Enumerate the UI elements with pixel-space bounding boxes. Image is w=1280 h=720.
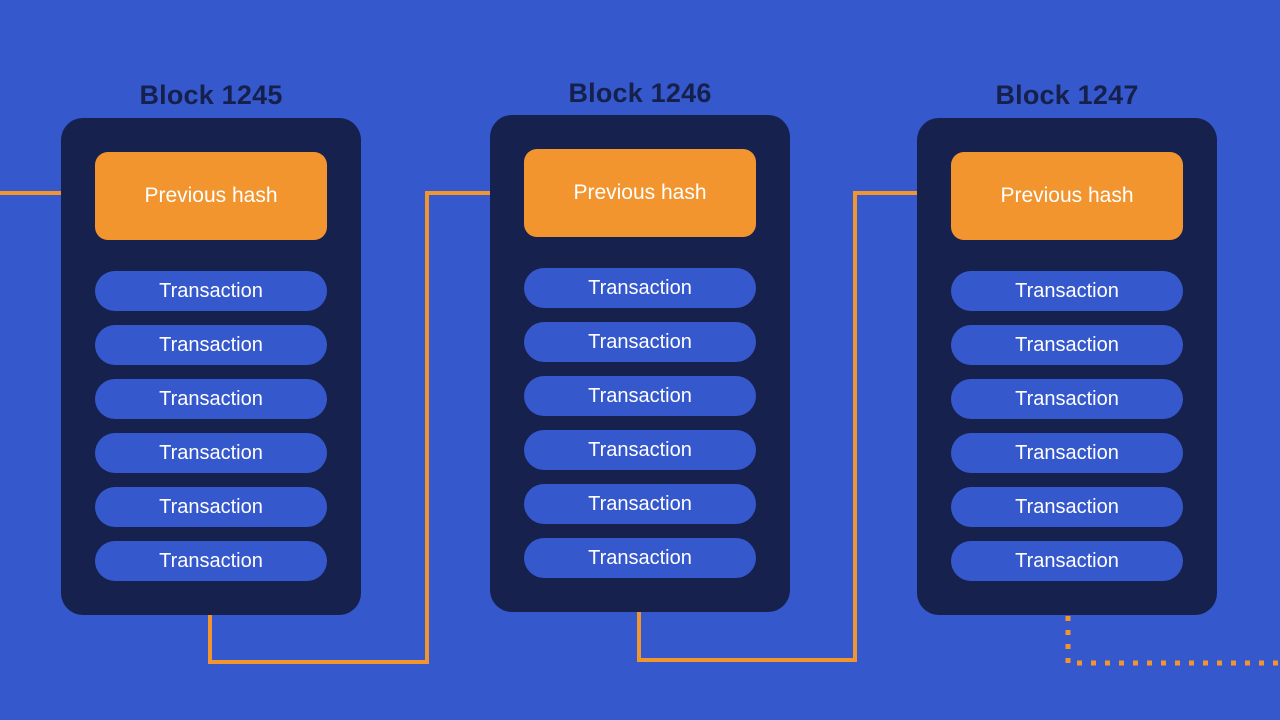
block-body-1246: Previous hash Transaction Transaction Tr… [490,115,790,612]
transaction-pill[interactable]: Transaction [524,268,756,308]
transaction-list-1245: Transaction Transaction Transaction Tran… [95,271,327,581]
connector-1247-to-next [1065,616,1280,666]
transaction-pill[interactable]: Transaction [95,325,327,365]
transaction-pill[interactable]: Transaction [951,325,1183,365]
transaction-pill[interactable]: Transaction [524,376,756,416]
connector-1247-to-next-dotted-path [1065,616,1280,666]
block-title-1246: Block 1246 [568,78,712,108]
transaction-pill[interactable]: Transaction [95,379,327,419]
transaction-pill[interactable]: Transaction [524,322,756,362]
block-title-1245: Block 1245 [139,80,283,110]
transaction-pill[interactable]: Transaction [951,541,1183,581]
transaction-list-1247: Transaction Transaction Transaction Tran… [951,271,1183,581]
previous-hash-box-1245[interactable]: Previous hash [95,152,327,240]
transaction-pill[interactable]: Transaction [95,271,327,311]
connector-1245-to-1246-path [208,191,518,664]
transaction-pill[interactable]: Transaction [524,430,756,470]
block-body-1247: Previous hash Transaction Transaction Tr… [917,118,1217,615]
transaction-pill[interactable]: Transaction [951,379,1183,419]
block-title-1247: Block 1247 [995,80,1139,110]
transaction-pill[interactable]: Transaction [95,487,327,527]
transaction-pill[interactable]: Transaction [524,484,756,524]
block-body-1245: Previous hash Transaction Transaction Tr… [61,118,361,615]
previous-hash-box-1247[interactable]: Previous hash [951,152,1183,240]
transaction-pill[interactable]: Transaction [951,433,1183,473]
transaction-pill[interactable]: Transaction [95,541,327,581]
transaction-list-1246: Transaction Transaction Transaction Tran… [524,268,756,578]
previous-hash-box-1246[interactable]: Previous hash [524,149,756,237]
transaction-pill[interactable]: Transaction [95,433,327,473]
connector-1246-to-1247-path [637,191,946,662]
transaction-pill[interactable]: Transaction [951,271,1183,311]
transaction-pill[interactable]: Transaction [524,538,756,578]
transaction-pill[interactable]: Transaction [951,487,1183,527]
